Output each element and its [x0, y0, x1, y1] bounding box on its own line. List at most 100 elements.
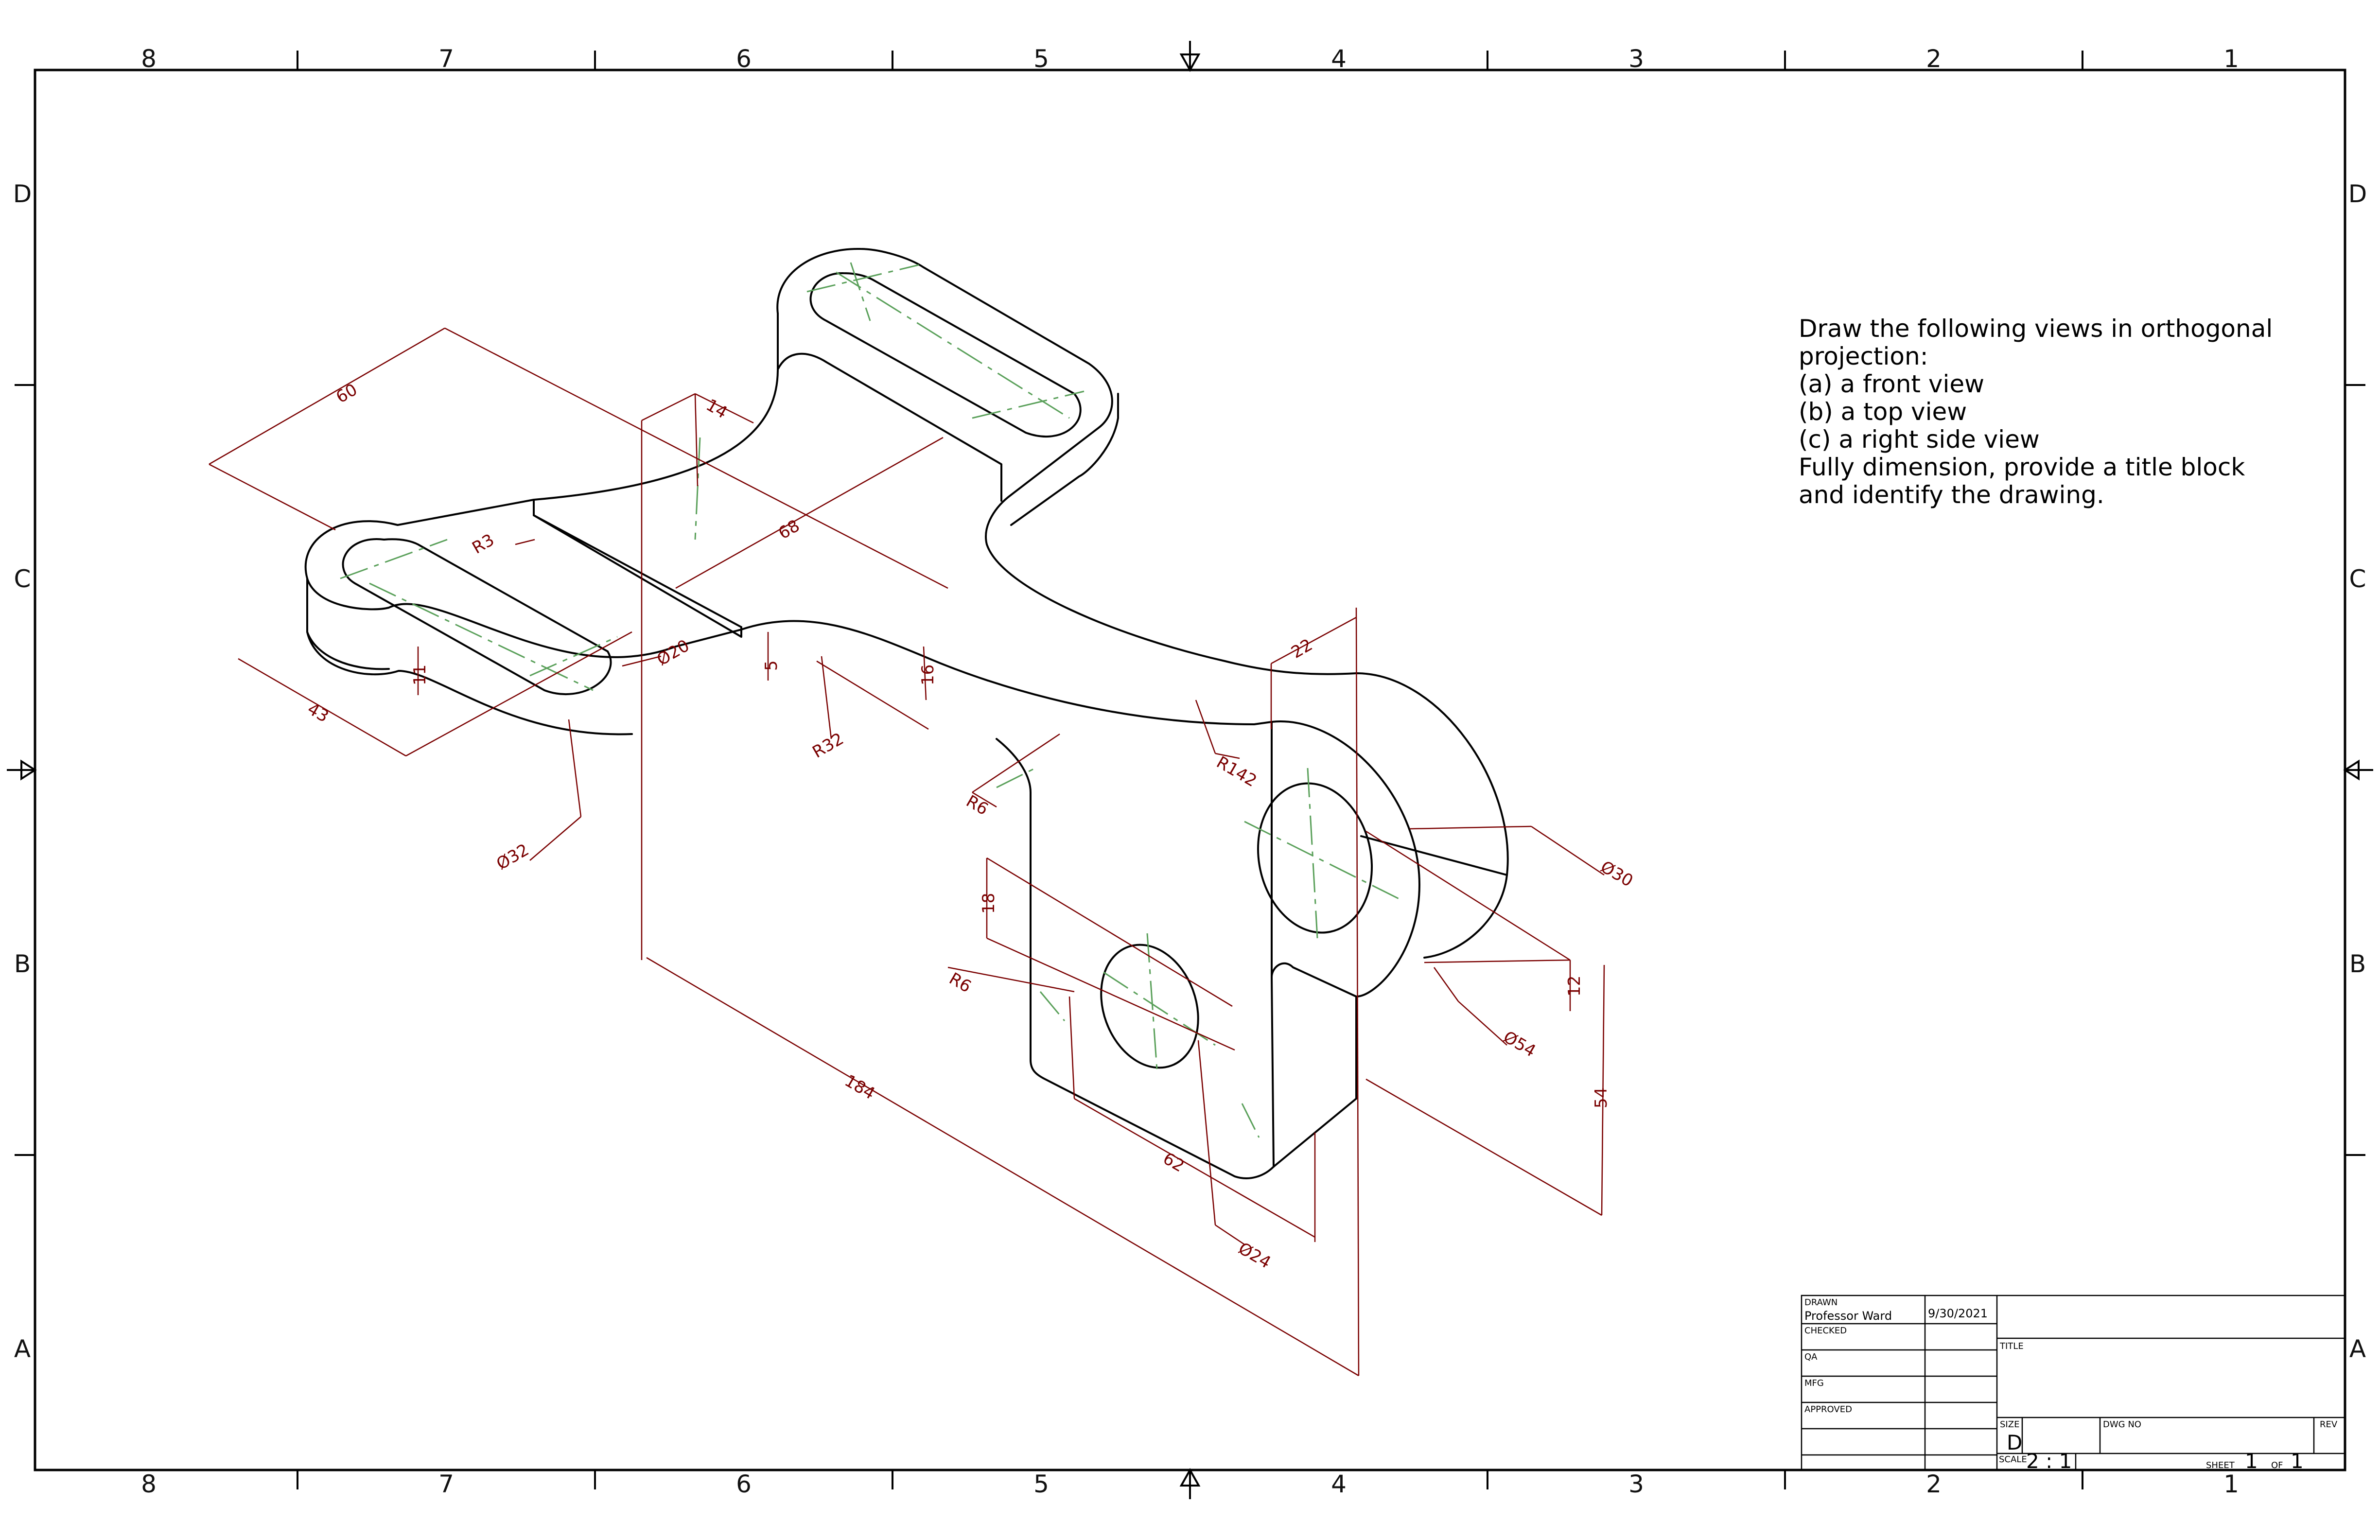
left-tab-outline — [304, 499, 742, 658]
zone-col-4-bottom: 4 — [1331, 1470, 1347, 1498]
zone-row-c-left: C — [14, 565, 31, 593]
upper-tab-right-wall — [1010, 393, 1119, 526]
zone-col-5-bottom: 5 — [1033, 1470, 1049, 1498]
zone-col-1-top: 1 — [2223, 45, 2239, 73]
upper-slot — [809, 272, 1082, 438]
dwg-no-label: DWG NO — [2103, 1419, 2141, 1430]
zone-row-d-left: D — [13, 180, 32, 208]
zone-col-6-top: 6 — [736, 45, 752, 73]
front-block-right-edge — [1271, 721, 1357, 1100]
right-boss-back-edge — [1360, 835, 1508, 876]
zone-col-7-top: 7 — [438, 45, 454, 73]
zone-ticks — [15, 51, 2365, 1489]
zone-col-3-bottom: 3 — [1628, 1470, 1644, 1498]
size-label: SIZE — [2000, 1419, 2019, 1430]
dim-r32: R32 — [809, 729, 847, 762]
rev-label: REV — [2320, 1419, 2338, 1430]
front-block-top-right — [1271, 976, 1275, 1168]
dim-phi32: Ø32 — [493, 840, 533, 874]
row-labels-left: D C B A — [13, 180, 32, 1363]
right-boss-hole — [1257, 782, 1373, 934]
center-lines — [340, 262, 1400, 1138]
left-tab-left-corner — [306, 631, 390, 670]
dim-16: 16 — [918, 665, 938, 685]
zone-col-2-bottom: 2 — [1926, 1470, 1942, 1498]
zone-col-7-bottom: 7 — [438, 1470, 454, 1498]
dim-43: 43 — [304, 699, 332, 726]
zone-row-a-right: A — [2349, 1335, 2366, 1363]
dim-5: 5 — [762, 660, 781, 671]
front-block-left — [996, 738, 1357, 1179]
scale-label: SCALE — [1999, 1454, 2027, 1465]
title-block — [1801, 1295, 2346, 1471]
size-value: D — [2007, 1431, 2022, 1454]
upper-tab-front — [777, 352, 1002, 502]
zone-row-d-right: D — [2348, 180, 2367, 208]
left-step-wall — [533, 499, 742, 638]
of-label: OF — [2271, 1460, 2283, 1470]
upper-tab-outline — [776, 247, 1113, 545]
drawn-by: Professor Ward — [1804, 1309, 1892, 1323]
scale-value: 2 : 1 — [2026, 1449, 2072, 1473]
sheet-value: 1 — [2245, 1449, 2258, 1473]
zone-row-b-right: B — [2349, 950, 2366, 978]
right-boss-inner — [1271, 720, 1420, 998]
zone-row-c-right: C — [2349, 565, 2366, 593]
instruction-line: (a) a front view — [1799, 370, 1985, 398]
instruction-line: (b) a top view — [1799, 398, 1967, 426]
dim-12: 12 — [1565, 976, 1584, 997]
dim-phi54: Ø54 — [1500, 1027, 1540, 1061]
sheet-label: SHEET — [2206, 1460, 2235, 1470]
dim-22: 22 — [1288, 635, 1316, 663]
column-labels-bottom: 8 7 6 5 4 3 2 1 — [141, 1470, 2239, 1498]
front-block-hole — [1100, 944, 1199, 1069]
zone-col-6-bottom: 6 — [736, 1470, 752, 1498]
dim-r6-lower: R6 — [946, 969, 975, 997]
instruction-line: projection: — [1799, 342, 1928, 370]
dim-68: 68 — [775, 516, 803, 543]
centering-marks — [7, 41, 2373, 1499]
zone-row-b-left: B — [14, 950, 31, 978]
dim-phi30: Ø30 — [1597, 857, 1637, 891]
body-upper-curve — [986, 543, 1357, 675]
dim-11: 11 — [410, 665, 430, 685]
zone-col-8-top: 8 — [141, 45, 157, 73]
dimension-labels: 60 14 68 43 11 R3 Ø20 5 16 R32 Ø32 R6 R1… — [304, 380, 1637, 1273]
left-tab-front-edge — [306, 578, 633, 735]
checked-label: CHECKED — [1804, 1326, 1847, 1336]
zone-col-2-top: 2 — [1926, 45, 1942, 73]
drawn-label: DRAWN — [1804, 1297, 1838, 1308]
dimension-lines — [209, 327, 1605, 1377]
zone-col-5-top: 5 — [1033, 45, 1049, 73]
row-labels-right: D C B A — [2348, 180, 2367, 1363]
dim-18: 18 — [979, 893, 998, 914]
zone-col-4-top: 4 — [1331, 45, 1347, 73]
right-boss-outer — [1355, 672, 1509, 959]
instruction-line: (c) a right side view — [1799, 425, 2040, 454]
title-block-text: DRAWN Professor Ward 9/30/2021 CHECKED Q… — [1804, 1297, 2338, 1473]
instruction-line: and identify the drawing. — [1799, 481, 2104, 509]
dim-r6-upper: R6 — [963, 791, 992, 819]
dim-phi24: Ø24 — [1235, 1239, 1275, 1273]
zone-col-1-bottom: 1 — [2223, 1470, 2239, 1498]
column-labels-top: 8 7 6 5 4 3 2 1 — [141, 45, 2239, 73]
of-value: 1 — [2291, 1449, 2304, 1473]
approved-label: APPROVED — [1804, 1404, 1852, 1415]
left-step-wall-bottom — [533, 514, 742, 628]
dim-62: 62 — [1160, 1149, 1188, 1176]
drawing-border — [34, 69, 2346, 1471]
left-slot — [342, 538, 612, 696]
dim-r3: R3 — [469, 530, 498, 558]
isometric-part — [304, 247, 1509, 1179]
title-label: TITLE — [1999, 1341, 2024, 1351]
zone-row-a-left: A — [14, 1335, 31, 1363]
upper-tab-inner-left — [533, 313, 779, 501]
qa-label: QA — [1804, 1352, 1818, 1362]
mfg-label: MFG — [1804, 1378, 1824, 1388]
instruction-line: Draw the following views in orthogonal — [1799, 315, 2273, 343]
instruction-line: Fully dimension, provide a title block — [1799, 453, 2245, 481]
drawn-date: 9/30/2021 — [1928, 1307, 1988, 1320]
dim-54: 54 — [1592, 1087, 1611, 1108]
dim-60: 60 — [333, 380, 361, 407]
